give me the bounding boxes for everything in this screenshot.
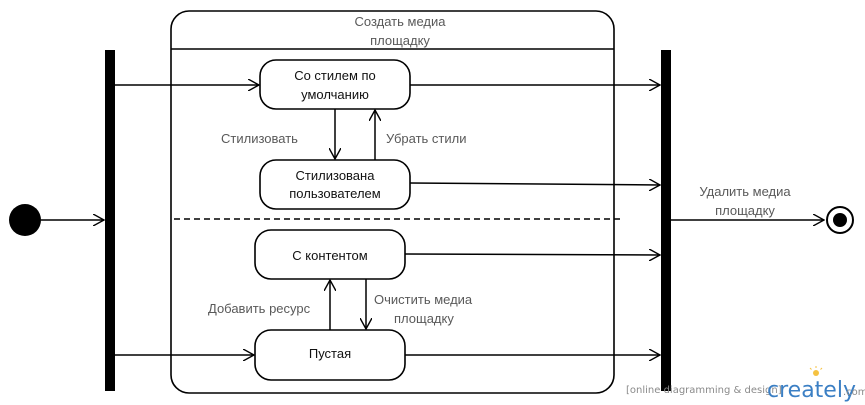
state-user-styled-line2: пользователем <box>289 186 381 201</box>
transition-user-styled-to-join <box>409 183 660 185</box>
composite-title-line2: площадку <box>370 33 430 48</box>
composite-state-create-media[interactable] <box>170 10 615 394</box>
label-delete-media-line1: Удалить медиа <box>699 184 791 199</box>
label-clear-media-line1: Очистить медиа <box>374 292 473 307</box>
initial-node[interactable] <box>9 204 41 236</box>
final-node-core <box>833 213 847 227</box>
fork-bar[interactable] <box>105 50 115 391</box>
state-default-style-line1: Со стилем по <box>294 68 376 83</box>
watermark-logo: creately <box>767 378 856 403</box>
label-add-resource: Добавить ресурс <box>208 301 311 316</box>
state-empty-label: Пустая <box>309 346 351 361</box>
state-default-style-line2: умолчанию <box>301 87 369 102</box>
state-with-content-label: С контентом <box>292 248 367 263</box>
watermark-tagline: [online diagramming & design] <box>626 385 782 396</box>
watermark-bulb-icon <box>809 366 823 376</box>
label-delete-media-line2: площадку <box>715 203 775 218</box>
label-stylize: Стилизовать <box>221 131 298 146</box>
watermark-domain: .com <box>843 387 865 398</box>
state-user-styled[interactable] <box>259 159 411 210</box>
label-remove-styles: Убрать стили <box>386 131 467 146</box>
state-user-styled-line1: Стилизована <box>296 168 376 183</box>
join-bar[interactable] <box>661 50 671 391</box>
transition-with-content-to-join <box>404 254 660 255</box>
label-clear-media-line2: площадку <box>394 311 454 326</box>
composite-title-line1: Создать медиа <box>355 14 447 29</box>
